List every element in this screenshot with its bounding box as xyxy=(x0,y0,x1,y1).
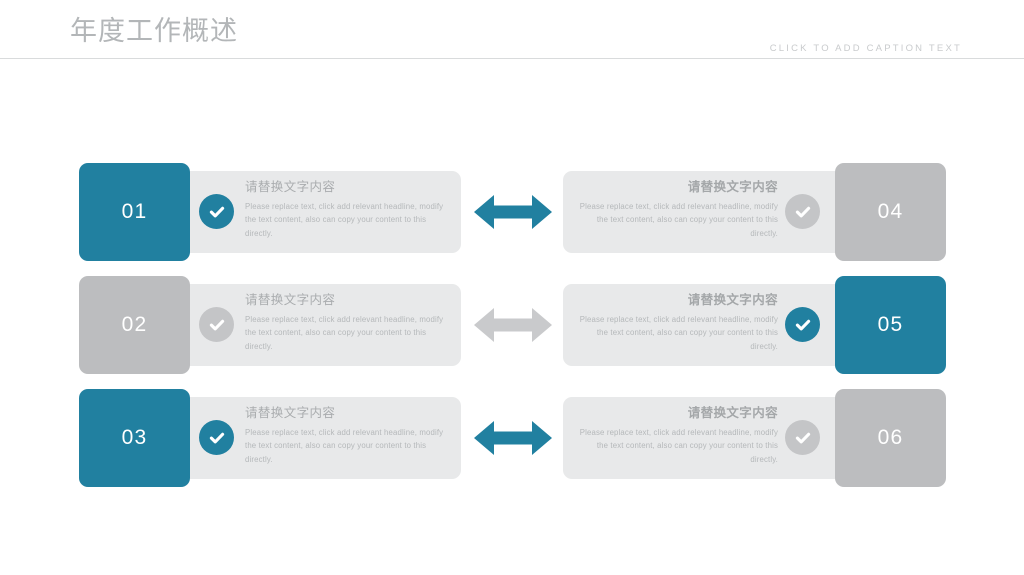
text-block-right: 请替换文字内容 Please replace text, click add r… xyxy=(578,179,778,240)
number-badge-04[interactable]: 04 xyxy=(835,163,946,261)
text-heading: 请替换文字内容 xyxy=(245,406,336,420)
number-label: 03 xyxy=(121,426,148,449)
text-block-right: 请替换文字内容 Please replace text, click add r… xyxy=(578,405,778,466)
number-label: 01 xyxy=(121,200,148,223)
slide-header: 年度工作概述 CLICK TO ADD CAPTION TEXT xyxy=(0,0,1024,59)
text-body: Please replace text, click add relevant … xyxy=(579,427,778,464)
table-row: 01 请替换文字内容 Please replace text, click ad… xyxy=(0,163,1024,261)
text-heading: 请替换文字内容 xyxy=(687,180,778,194)
check-circle-icon xyxy=(199,420,234,455)
text-heading: 请替换文字内容 xyxy=(687,293,778,307)
number-label: 06 xyxy=(877,426,904,449)
double-arrow-horizontal-icon xyxy=(474,302,552,348)
text-block-left: 请替换文字内容 Please replace text, click add r… xyxy=(245,292,445,353)
number-label: 04 xyxy=(877,200,904,223)
number-label: 05 xyxy=(877,313,904,336)
header-divider xyxy=(0,58,1024,59)
text-block-left: 请替换文字内容 Please replace text, click add r… xyxy=(245,405,445,466)
check-circle-icon xyxy=(785,194,820,229)
text-block-right: 请替换文字内容 Please replace text, click add r… xyxy=(578,292,778,353)
double-arrow-horizontal-icon xyxy=(474,415,552,461)
table-row: 03 请替换文字内容 Please replace text, click ad… xyxy=(0,389,1024,487)
text-body: Please replace text, click add relevant … xyxy=(579,201,778,238)
double-arrow-horizontal-icon xyxy=(474,189,552,235)
check-circle-icon xyxy=(785,307,820,342)
text-body: Please replace text, click add relevant … xyxy=(245,427,444,464)
text-body: Please replace text, click add relevant … xyxy=(579,314,778,351)
text-body: Please replace text, click add relevant … xyxy=(245,201,444,238)
table-row: 02 请替换文字内容 Please replace text, click ad… xyxy=(0,276,1024,374)
text-heading: 请替换文字内容 xyxy=(245,293,336,307)
check-circle-icon xyxy=(199,307,234,342)
number-badge-06[interactable]: 06 xyxy=(835,389,946,487)
check-circle-icon xyxy=(785,420,820,455)
text-block-left: 请替换文字内容 Please replace text, click add r… xyxy=(245,179,445,240)
number-badge-03[interactable]: 03 xyxy=(79,389,190,487)
text-body: Please replace text, click add relevant … xyxy=(245,314,444,351)
number-badge-02[interactable]: 02 xyxy=(79,276,190,374)
page-title: 年度工作概述 xyxy=(70,16,238,46)
number-label: 02 xyxy=(121,313,148,336)
number-badge-05[interactable]: 05 xyxy=(835,276,946,374)
text-heading: 请替换文字内容 xyxy=(687,406,778,420)
text-heading: 请替换文字内容 xyxy=(245,180,336,194)
number-badge-01[interactable]: 01 xyxy=(79,163,190,261)
caption-placeholder-text[interactable]: CLICK TO ADD CAPTION TEXT xyxy=(769,43,962,54)
check-circle-icon xyxy=(199,194,234,229)
